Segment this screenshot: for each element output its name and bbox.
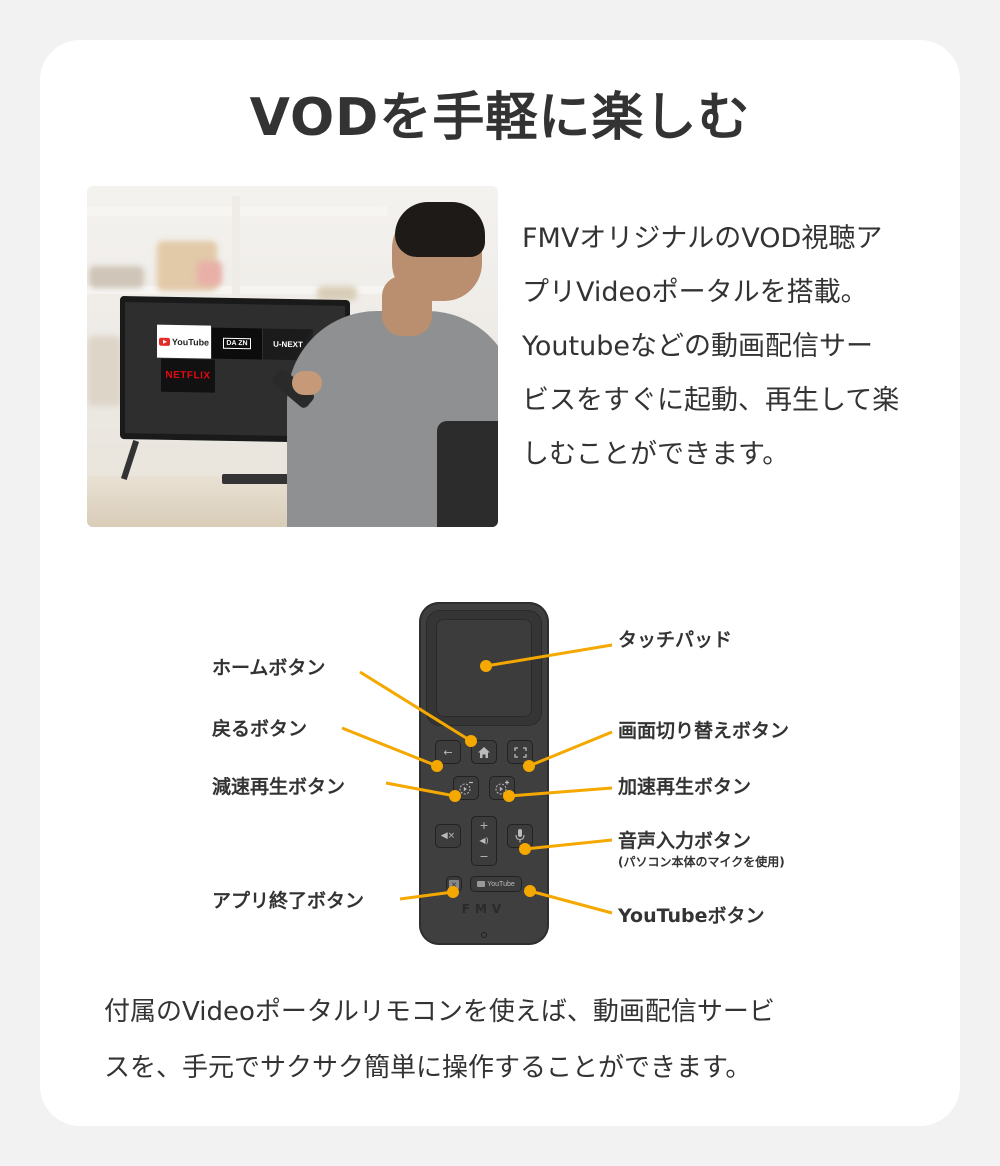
label-voice-note: (パソコン本体のマイクを使用) [618, 855, 785, 869]
youtube-icon [477, 881, 486, 887]
dazn-tile-label: DA ZN [223, 337, 251, 350]
indicator-led [481, 932, 487, 938]
volume-up-icon: + [479, 819, 489, 832]
remote-description: 付属のVideoポータルリモコンを使えば、動画配信サービ スを、手元でサクサク簡… [104, 984, 904, 1096]
label-exit-button: アプリ終了ボタン [212, 890, 365, 912]
feature-description: FMVオリジナルのVOD視聴ア プリVideoポータルを搭載。 Youtubeな… [522, 212, 942, 482]
lifestyle-photo: YouTube DA ZN U-NEXT NETFLIX [87, 186, 498, 527]
youtube-button-label: YouTube [487, 880, 515, 888]
close-icon: × [448, 879, 460, 889]
slow-playback-button [453, 776, 479, 800]
youtube-tile-label: YouTube [171, 336, 210, 348]
fast-playback-button [489, 776, 515, 800]
description-line: Youtubeなどの動画配信サー [522, 331, 873, 362]
voice-input-button [507, 824, 533, 848]
back-button: ← [435, 740, 461, 764]
label-home-button: ホームボタン [212, 657, 326, 679]
fast-playback-icon [495, 780, 509, 795]
books-decor [87, 336, 122, 406]
remote-control: ← ◀× + ◀) − × YouTube FMV [419, 602, 549, 945]
description-line: プリVideoポータルを搭載。 [522, 277, 868, 308]
label-screen-switch-button: 画面切り替えボタン [618, 720, 790, 742]
footer-line: 付属のVideoポータルリモコンを使えば、動画配信サービ [104, 997, 775, 1027]
youtube-button: YouTube [470, 876, 522, 892]
flower-decor [197, 261, 222, 286]
netflix-tile-label: NETFLIX [165, 369, 211, 382]
footer-line: スを、手元でサクサク簡単に操作することができます。 [104, 1053, 752, 1083]
label-slow-button: 減速再生ボタン [212, 776, 346, 798]
youtube-play-icon [158, 337, 170, 346]
mute-icon: ◀× [440, 831, 456, 841]
netflix-tile: NETFLIX [161, 358, 215, 393]
home-icon [478, 746, 490, 758]
monitor-stand [120, 440, 140, 480]
youtube-tile: YouTube [157, 324, 211, 359]
touchpad-frame [426, 610, 542, 726]
brand-logo: FMV [461, 902, 507, 916]
label-voice-button: 音声入力ボタン [618, 830, 752, 852]
slow-playback-icon [459, 781, 473, 795]
dazn-tile: DA ZN [212, 327, 262, 360]
description-line: しむことができます。 [522, 439, 790, 470]
arrow-left-icon: ← [443, 745, 453, 759]
shelf-decor [317, 286, 357, 301]
label-back-button: 戻るボタン [212, 718, 308, 740]
fullscreen-icon [513, 746, 527, 758]
keyboard [222, 474, 322, 484]
page-title: VODを手軽に楽しむ [249, 88, 751, 148]
mute-button: ◀× [435, 824, 461, 848]
description-line: FMVオリジナルのVOD視聴ア [522, 223, 883, 254]
volume-down-icon: − [479, 850, 489, 863]
unext-tile-label: U-NEXT [273, 339, 303, 350]
person-hair [395, 202, 485, 257]
volume-rocker: + ◀) − [471, 816, 497, 866]
label-youtube-button: YouTubeボタン [618, 905, 765, 927]
description-line: ビスをすぐに起動、再生して楽 [522, 385, 900, 416]
screen-switch-button [507, 740, 533, 764]
label-touchpad: タッチパッド [618, 629, 733, 651]
app-exit-button: × [446, 876, 462, 892]
chair [437, 421, 498, 527]
home-button [471, 740, 497, 764]
person-hand [292, 371, 322, 395]
touchpad [436, 619, 532, 717]
books-decor [89, 266, 144, 288]
label-fast-button: 加速再生ボタン [618, 776, 752, 798]
microphone-icon [515, 829, 525, 843]
volume-icon: ◀) [479, 836, 489, 845]
